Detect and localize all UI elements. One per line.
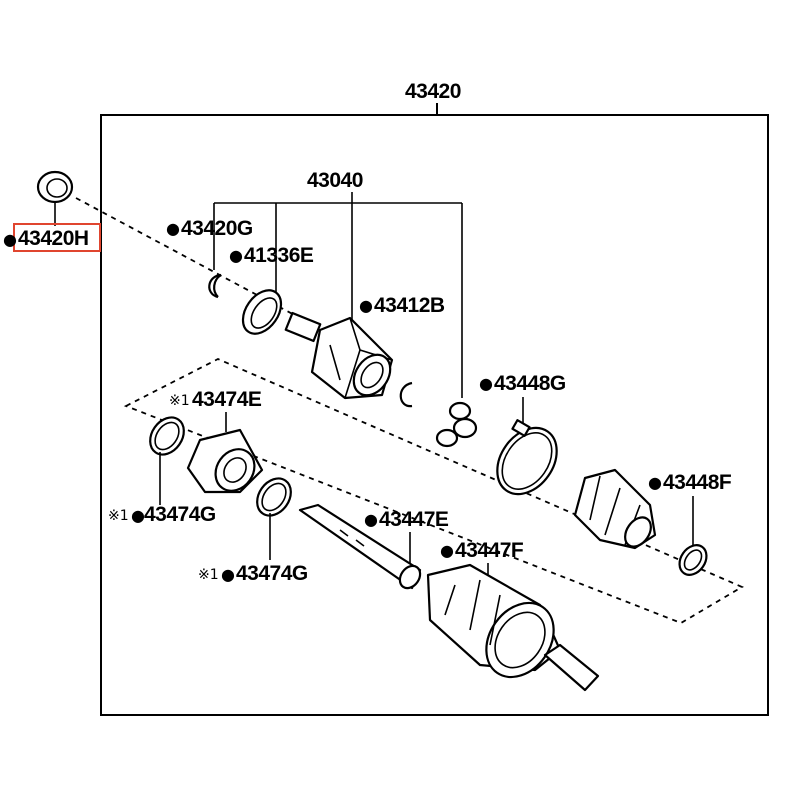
- part-label-43448G[interactable]: 43448G: [494, 372, 566, 395]
- dust-seal-part: [36, 170, 74, 226]
- drive-shaft-part: [298, 503, 422, 590]
- boot-clamp-small-2-part: [256, 477, 292, 517]
- circlip-part: [399, 381, 413, 408]
- bullet-43447E: ●: [364, 510, 378, 529]
- assembly-number-label: 43420: [405, 80, 461, 103]
- tripod-spider-part: [435, 401, 478, 448]
- bullet-43474G-a: ●: [131, 506, 145, 525]
- part-label-43420H[interactable]: 43420H: [18, 227, 89, 250]
- bullet-43474G-b: ●: [221, 565, 235, 584]
- part-label-43412B[interactable]: 43412B: [374, 294, 445, 317]
- sub-assembly-number-label: 43040: [307, 169, 363, 192]
- seal-41336E-part: [241, 289, 283, 335]
- inner-joint-housing-part: [284, 311, 394, 400]
- part-label-41336E[interactable]: 41336E: [244, 244, 314, 267]
- outer-boot-part: [573, 468, 657, 550]
- boot-group-dashed-boundary: [123, 358, 744, 624]
- sub-assembly-bracket: [213, 192, 463, 398]
- bullet-43448G: ●: [479, 374, 493, 393]
- highlight-box-43420H: [13, 223, 101, 252]
- part-label-43474G-b[interactable]: 43474G: [236, 562, 308, 585]
- outer-joint-part: [426, 563, 600, 692]
- note-mark-43474G-b: ※1: [198, 567, 219, 583]
- part-label-43474E[interactable]: 43474E: [192, 388, 262, 411]
- bullet-43420H: ●: [3, 230, 17, 249]
- bullet-43448F: ●: [648, 473, 662, 492]
- boot-clamp-large-part: [496, 419, 558, 496]
- bullet-41336E: ●: [229, 246, 243, 265]
- part-label-43447F[interactable]: 43447F: [455, 539, 524, 562]
- assembly-frame: [100, 114, 769, 716]
- bullet-43412B: ●: [359, 296, 373, 315]
- note-mark-43474G-a: ※1: [108, 508, 129, 524]
- boot-clamp-outer-small-part: [678, 544, 708, 576]
- bullet-43420G: ●: [166, 219, 180, 238]
- inner-boot-part: [186, 428, 264, 494]
- part-label-43420G[interactable]: 43420G: [181, 217, 253, 240]
- part-label-43448F[interactable]: 43448F: [663, 471, 732, 494]
- bullet-43447F: ●: [440, 541, 454, 560]
- note-mark-43474E: ※1: [169, 393, 190, 409]
- part-label-43447E[interactable]: 43447E: [379, 508, 449, 531]
- snap-ring-43420G-part: [208, 273, 222, 299]
- boot-clamp-small-1-part: [149, 416, 185, 456]
- part-label-43474G-a[interactable]: 43474G: [144, 503, 216, 526]
